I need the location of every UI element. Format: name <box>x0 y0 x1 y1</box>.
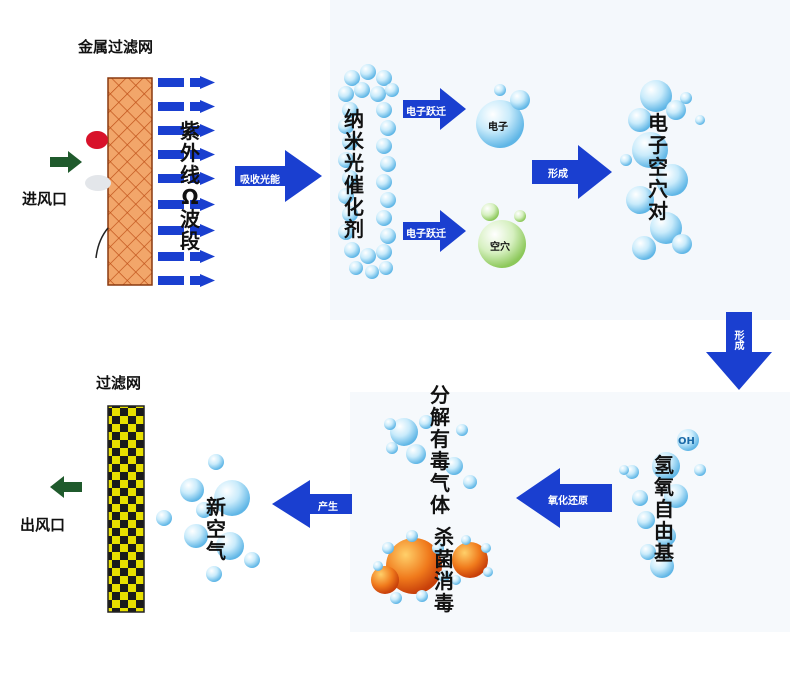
form-down-label: 形成 <box>732 330 743 350</box>
gray-cloud <box>85 175 111 191</box>
jump-bottom-label: 电子跃迁 <box>406 229 446 240</box>
radical-bubbles <box>619 429 706 578</box>
pair-bubbles <box>620 80 705 260</box>
fresh-air-bubbles <box>156 454 260 582</box>
absorb-arrow <box>235 150 322 202</box>
catalyst-text: 纳米光催化剂 <box>344 107 364 241</box>
catalyst-bubbles <box>338 64 399 279</box>
form-arrow-down <box>706 312 772 390</box>
produce-label: 产生 <box>318 502 338 513</box>
toxic-gas-bubbles <box>384 415 477 489</box>
redox-label: 氧化还原 <box>548 496 588 507</box>
hole-label: 空穴 <box>490 242 510 253</box>
red-dot <box>86 131 108 149</box>
jump-arrow-top <box>403 88 466 130</box>
electron-label: 电子 <box>488 122 508 133</box>
metal-filter <box>107 77 153 286</box>
metal-filter-label: 金属过滤网 <box>78 38 154 56</box>
sterilize-text: 杀菌消毒 <box>434 525 454 615</box>
outlet-label: 出风口 <box>20 516 66 534</box>
fresh-air-text: 新空气 <box>206 495 226 563</box>
radical-text: 氢氧自由基 <box>654 453 674 565</box>
jump-top-label: 电子跃迁 <box>406 107 446 118</box>
produce-arrow <box>272 480 352 528</box>
uv-text: 紫外线Ω波段 <box>180 119 200 253</box>
hole-bubble <box>478 220 526 268</box>
outlet-arrow <box>50 476 82 498</box>
pair-text: 电子空穴对 <box>648 111 668 223</box>
electron-bubble <box>476 100 524 148</box>
uv-arrows <box>158 76 215 287</box>
form-label: 形成 <box>548 169 568 180</box>
absorb-label: 吸收光能 <box>240 175 280 186</box>
filter-label: 过滤网 <box>96 374 142 392</box>
bacteria-molecules <box>371 530 493 604</box>
wire <box>95 227 109 259</box>
redox-arrow <box>516 468 612 528</box>
form-arrow-right <box>532 145 612 199</box>
inlet-arrow <box>50 151 82 173</box>
jump-arrow-bottom <box>403 210 466 252</box>
checker-filter <box>107 405 145 613</box>
inlet-label: 进风口 <box>22 190 68 208</box>
oh-label: OH <box>678 436 695 447</box>
decompose-text: 分解有毒气体 <box>430 383 450 517</box>
